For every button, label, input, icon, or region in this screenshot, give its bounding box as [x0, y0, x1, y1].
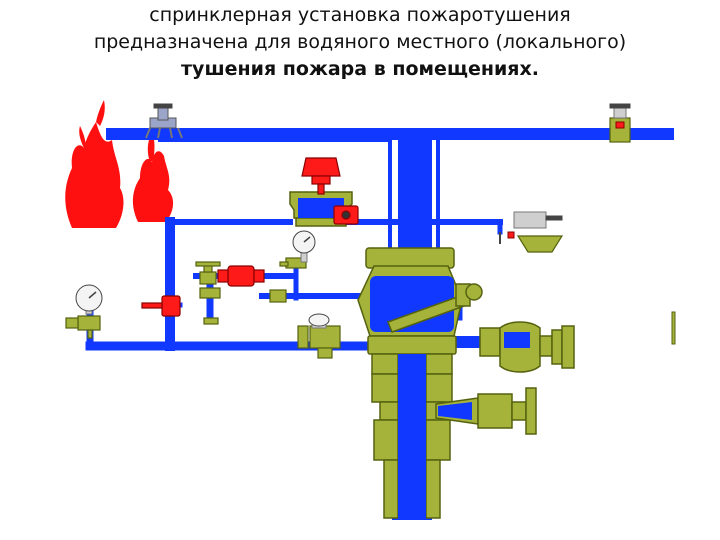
pressure-switch: [333, 205, 359, 225]
diagram-caption: спринклерная установка пожаротушения пре…: [0, 2, 720, 83]
alarm-valve: [217, 265, 265, 287]
valve-clapper: [387, 283, 483, 333]
pressure-gauge-icon: [75, 284, 103, 315]
test-valve: [297, 325, 341, 359]
shutoff-valve-icon: [141, 295, 181, 317]
sprinkler-head-icon: [145, 103, 183, 139]
pressure-gauge-icon: [308, 313, 330, 329]
alarm-bell-icon: [301, 157, 341, 195]
pressure-gauge-icon: [292, 230, 316, 263]
shutoff-valve-icon: [199, 287, 221, 325]
shutoff-valve-icon: [65, 315, 101, 339]
shutoff-valve-icon: [279, 257, 307, 269]
flame-icon: [132, 132, 174, 222]
flame-icon: [65, 100, 124, 228]
shutoff-valve-icon: [609, 103, 631, 143]
shutoff-valve-icon: [269, 289, 287, 303]
alarm-horn: [516, 235, 564, 253]
caption-line-3: тушения пожара в помещениях.: [181, 58, 539, 80]
shutoff-valve-icon: [195, 261, 221, 285]
caption-line-1: спринклерная установка пожаротушения: [149, 4, 571, 26]
signal-device: [499, 211, 563, 244]
caption-line-2: предназначена для водяного местного (лок…: [93, 31, 627, 53]
